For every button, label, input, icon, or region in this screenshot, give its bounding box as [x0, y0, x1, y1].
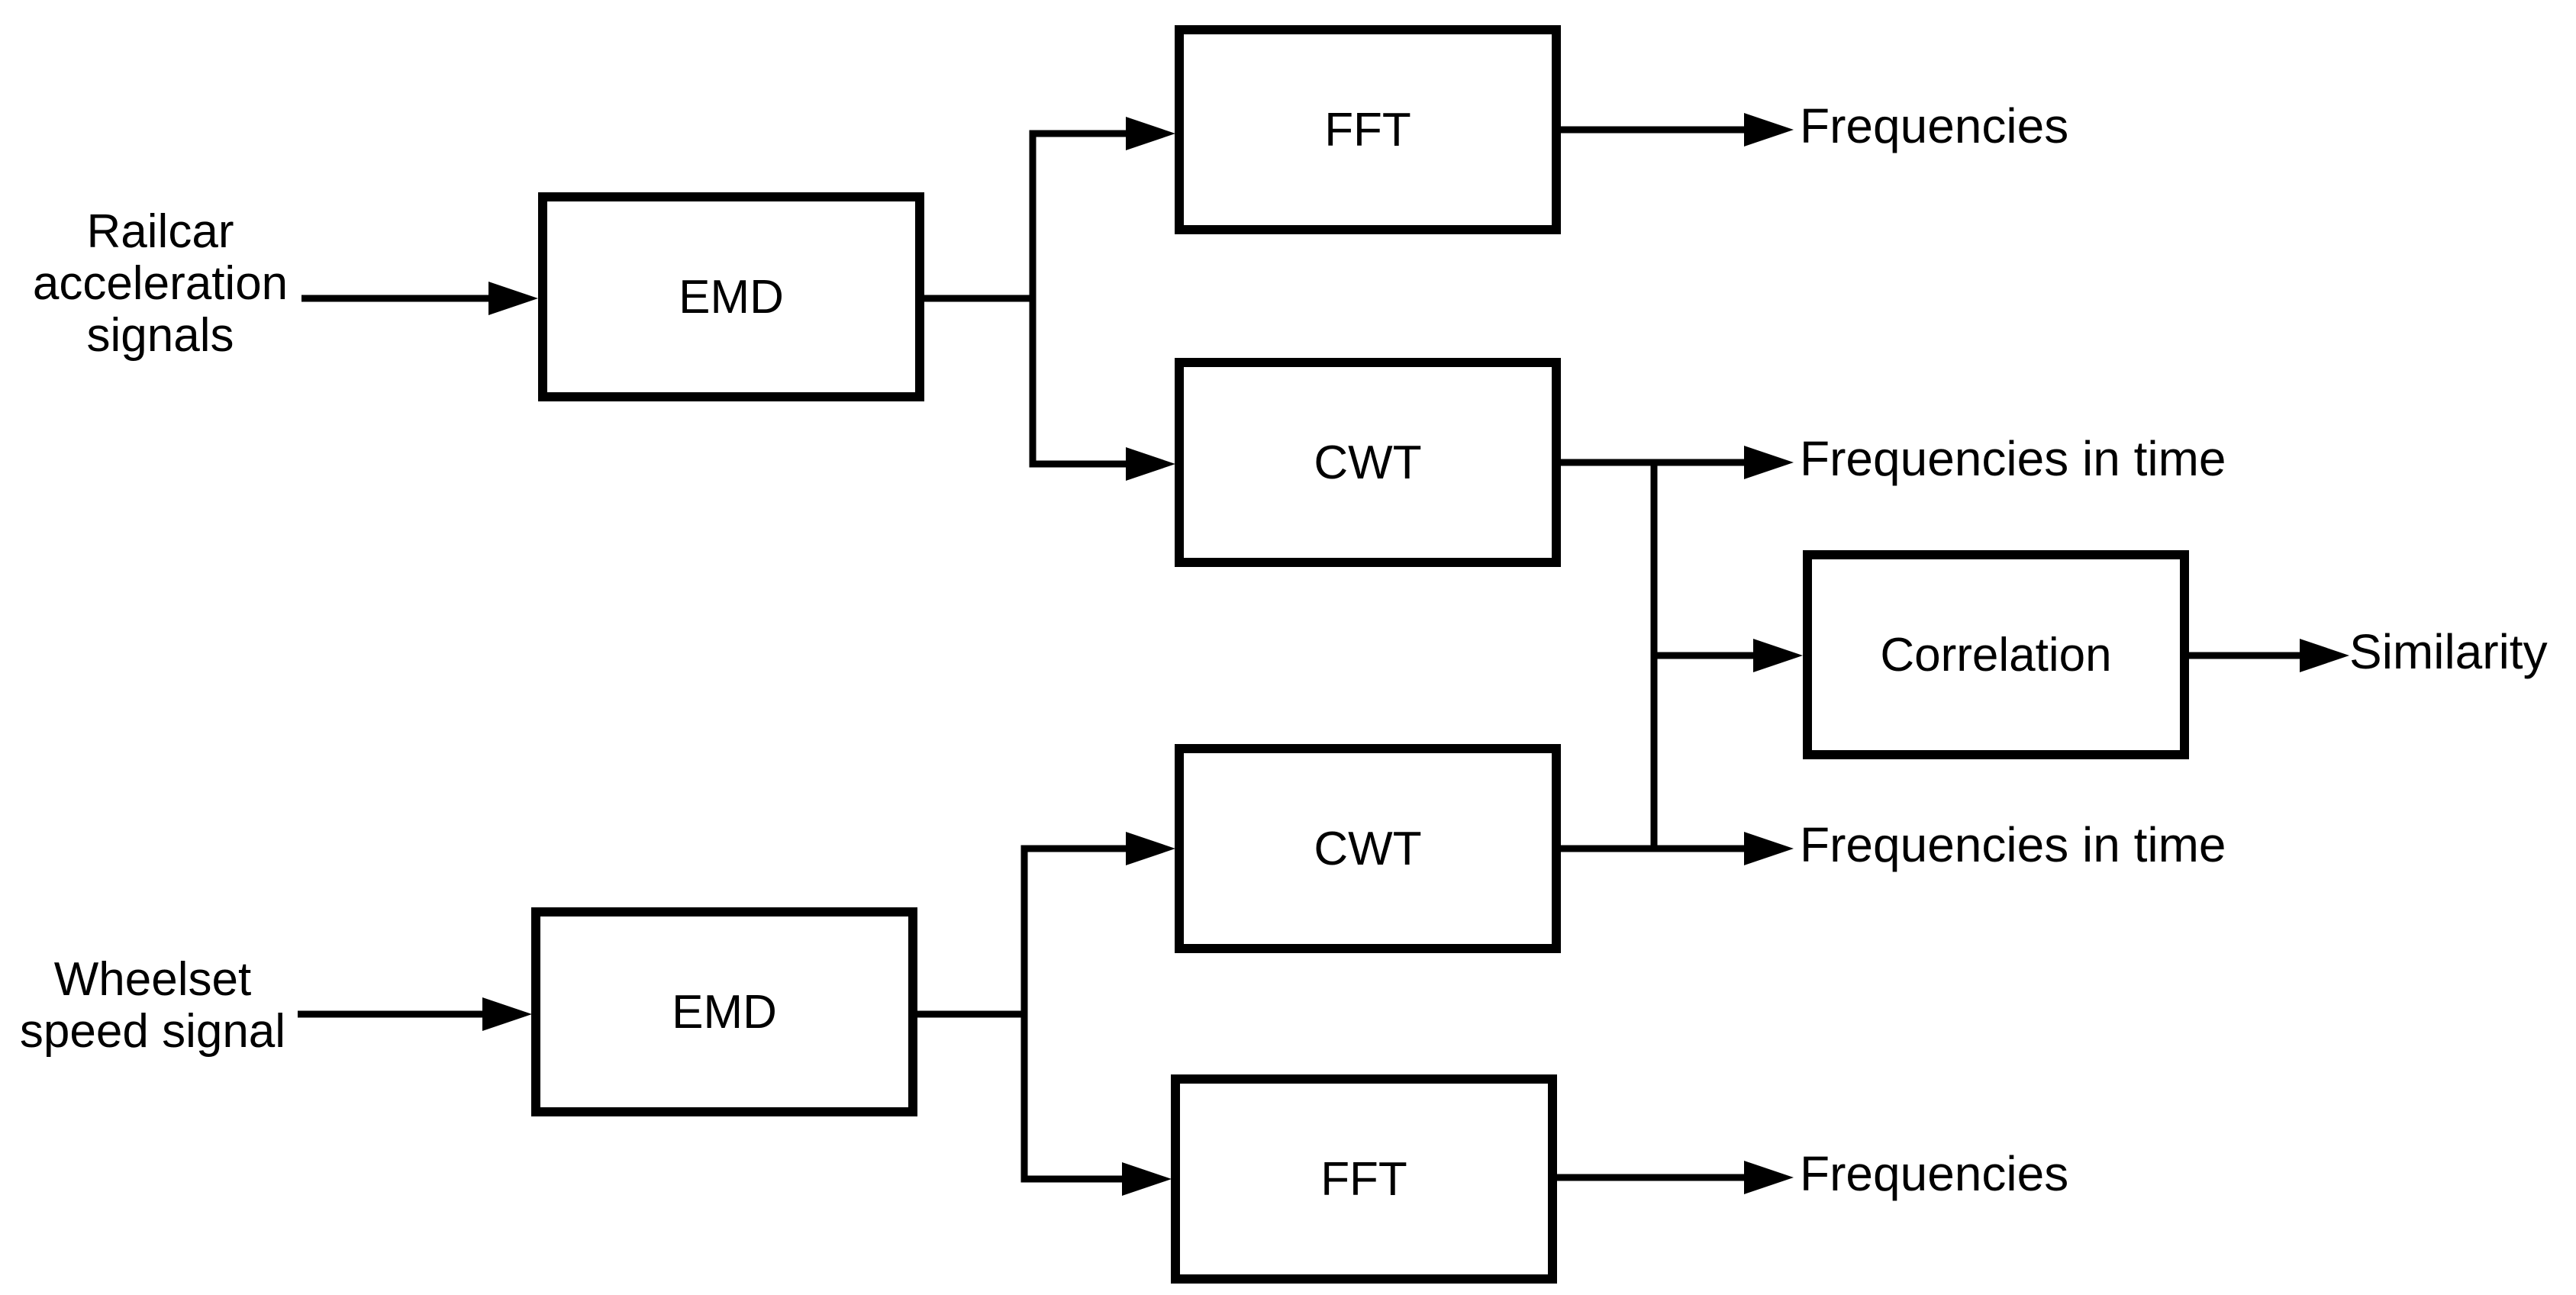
- emd-bottom-label: EMD: [672, 985, 777, 1039]
- arrowhead-correlation-out: [2300, 639, 2349, 672]
- frequencies-bottom-output: Frequencies: [1800, 1146, 2069, 1201]
- emd-bottom-branch-up: [1020, 845, 1141, 1014]
- arrowhead-fft-bottom-out: [1744, 1161, 1794, 1194]
- arrowhead-to-correlation: [1753, 639, 1803, 672]
- freq-in-time-top-output: Frequencies in time: [1800, 431, 2226, 486]
- arrowhead-fft-top-out: [1744, 113, 1794, 147]
- arrowhead-railcar: [488, 282, 538, 315]
- correlation-label: Correlation: [1880, 628, 2112, 681]
- railcar-input-label: Railcar acceleration signals: [0, 205, 321, 362]
- emd-top-label: EMD: [679, 270, 784, 324]
- emd-top-branch-down: [1029, 298, 1141, 468]
- arrowhead-cwt-top-out: [1744, 446, 1794, 479]
- arrowhead-to-fft-bottom: [1122, 1162, 1172, 1196]
- similarity-output: Similarity: [2349, 624, 2548, 679]
- cwt-top-label: CWT: [1314, 436, 1422, 489]
- emd-top-branch-up: [1029, 130, 1141, 298]
- arrowhead-wheelset: [482, 997, 532, 1031]
- cwt-bottom-label: CWT: [1314, 822, 1422, 875]
- arrowhead-to-cwt-top: [1126, 447, 1175, 481]
- wheelset-line2: speed signal: [19, 1005, 286, 1058]
- wheelset-line1: Wheelset: [53, 953, 252, 1006]
- fft-top-label: FFT: [1324, 103, 1411, 156]
- arrowhead-to-cwt-bottom: [1126, 832, 1175, 865]
- arrowhead-to-fft-top: [1126, 117, 1175, 150]
- railcar-line1: Railcar: [86, 205, 234, 258]
- wheelset-input-label: Wheelset speed signal: [0, 953, 305, 1058]
- emd-bottom-branch-down: [1020, 1014, 1137, 1183]
- freq-in-time-bottom-output: Frequencies in time: [1800, 817, 2226, 872]
- arrowhead-cwt-bottom-out: [1744, 832, 1794, 865]
- railcar-line3: signals: [86, 309, 234, 362]
- railcar-line2: acceleration: [32, 257, 289, 311]
- frequencies-top-output: Frequencies: [1800, 98, 2069, 153]
- fft-bottom-label: FFT: [1320, 1152, 1407, 1206]
